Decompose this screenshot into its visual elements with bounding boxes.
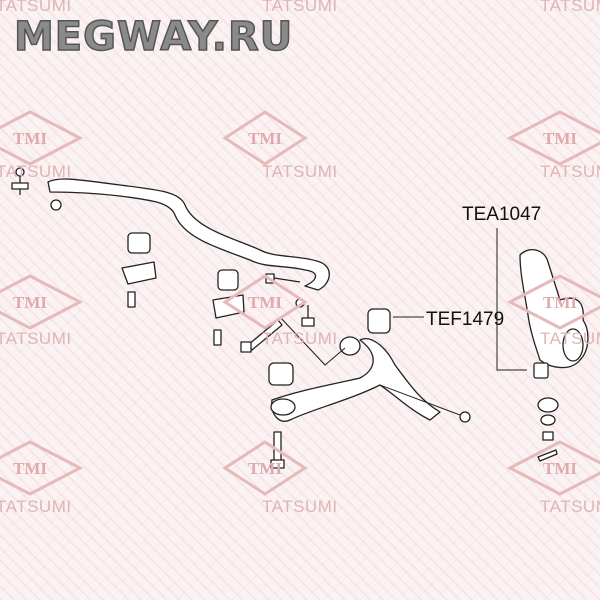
arm-bolt-head <box>270 459 285 469</box>
arm-bushing-front <box>339 336 361 356</box>
cotter-pin <box>537 449 558 462</box>
hub-bore <box>562 328 584 362</box>
ball-joint <box>533 362 549 379</box>
bolt <box>213 329 222 346</box>
bolt-head <box>240 341 252 353</box>
lower-control-arm <box>271 338 441 422</box>
brand-logo: MEGWAY.RU <box>13 14 294 60</box>
assembly-line <box>279 316 346 366</box>
stabilizer-link-right <box>265 273 315 327</box>
boot <box>537 397 559 413</box>
bushing-bracket <box>121 261 157 285</box>
part-label-tef1479: TEF1479 <box>426 309 505 330</box>
arm-bolt <box>273 431 282 463</box>
long-bolt <box>247 319 283 351</box>
castle-nut <box>542 431 554 441</box>
nut <box>459 411 471 423</box>
rear-bushing <box>268 362 294 386</box>
stabilizer-link-left <box>11 167 62 211</box>
leader-line-knuckle <box>496 228 527 371</box>
stabilizer-bar <box>47 178 330 291</box>
part-label-tea1047: TEA1047 <box>462 204 542 225</box>
arm-bushing <box>270 398 296 416</box>
stabilizer-bushing <box>217 269 239 291</box>
stabilizer-bushing <box>127 232 151 254</box>
bushing-tef1479 <box>367 308 391 334</box>
assembly-line <box>379 384 461 416</box>
bolt <box>127 291 136 308</box>
bushing-bracket <box>212 294 245 319</box>
washer <box>540 414 556 426</box>
